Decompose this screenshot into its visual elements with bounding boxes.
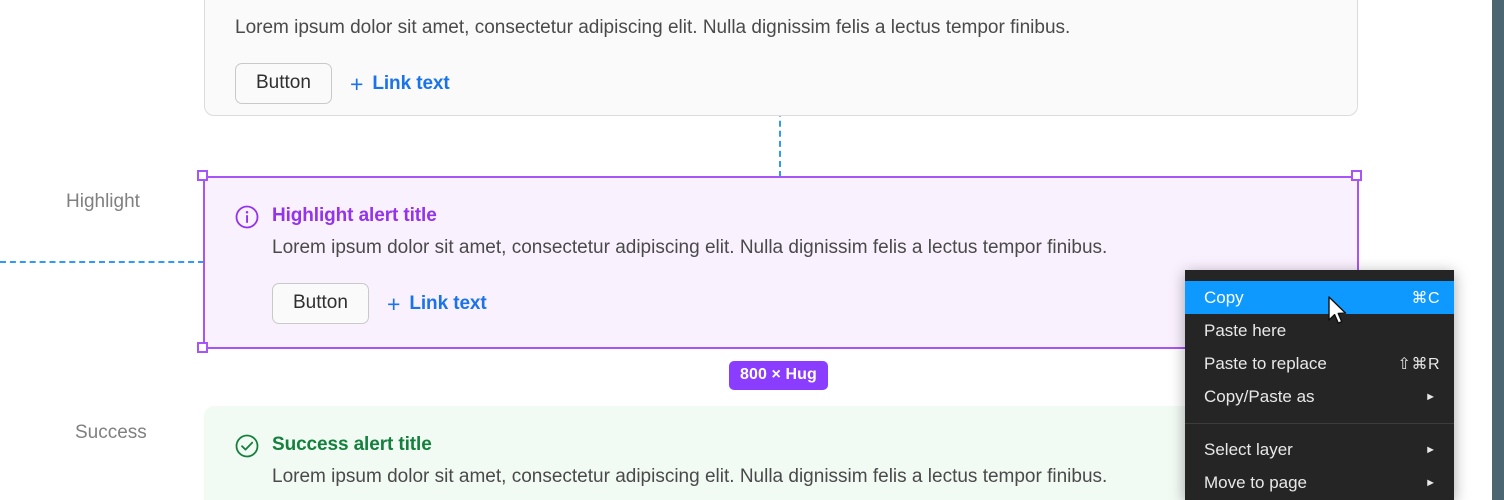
alert-content: Highlight alert title Lorem ipsum dolor …	[272, 203, 1328, 324]
alert-link[interactable]: + Link text	[386, 290, 487, 317]
selection-handle-top-right[interactable]	[1351, 170, 1362, 181]
alert-title: Highlight alert title	[272, 205, 437, 226]
menu-item-copy[interactable]: Copy ⌘C	[1185, 281, 1454, 314]
row-label-highlight: Highlight	[66, 191, 140, 212]
right-edge-panel	[1492, 0, 1504, 500]
menu-item-shortcut: ⌘C	[1411, 289, 1440, 307]
alert-actions: Button + Link text	[235, 63, 1327, 104]
context-menu[interactable]: Copy ⌘C Paste here Paste to replace ⇧⌘R …	[1185, 270, 1454, 500]
menu-item-paste-to-replace[interactable]: Paste to replace ⇧⌘R	[1185, 347, 1454, 380]
row-label-success: Success	[75, 422, 147, 443]
mouse-cursor	[1328, 296, 1350, 328]
menu-item-select-layer[interactable]: Select layer ►	[1185, 433, 1454, 466]
menu-item-label: Select layer	[1204, 439, 1293, 459]
menu-item-shortcut: ⇧⌘R	[1397, 355, 1440, 373]
alert-card-neutral[interactable]: Lorem ipsum dolor sit amet, consectetur …	[204, 0, 1358, 116]
alert-description: Lorem ipsum dolor sit amet, consectetur …	[235, 17, 1071, 38]
alert-link-label: Link text	[372, 72, 450, 94]
menu-item-label: Paste here	[1204, 320, 1287, 340]
info-circle-icon	[234, 204, 260, 230]
alert-card-success[interactable]: Success alert title Lorem ipsum dolor si…	[204, 406, 1358, 500]
menu-item-label: Copy/Paste as	[1204, 386, 1315, 406]
alert-card-highlight[interactable]: Highlight alert title Lorem ipsum dolor …	[204, 177, 1358, 348]
chevron-right-icon: ►	[1425, 476, 1436, 489]
selection-handle-bottom-left[interactable]	[197, 342, 208, 353]
menu-item-move-to-page[interactable]: Move to page ►	[1185, 466, 1454, 499]
menu-separator	[1185, 423, 1454, 424]
alert-description: Lorem ipsum dolor sit amet, consectetur …	[272, 466, 1108, 487]
alert-content: Success alert title Lorem ipsum dolor si…	[272, 432, 1328, 490]
menu-item-copy-paste-as[interactable]: Copy/Paste as ►	[1185, 380, 1454, 413]
check-circle-icon	[234, 433, 260, 459]
alert-button[interactable]: Button	[235, 63, 332, 104]
chevron-right-icon: ►	[1425, 443, 1436, 456]
alert-description: Lorem ipsum dolor sit amet, consectetur …	[272, 237, 1108, 258]
plus-icon: +	[386, 290, 401, 317]
plus-icon: +	[349, 70, 364, 97]
alert-actions: Button + Link text	[272, 283, 1328, 324]
alert-button[interactable]: Button	[272, 283, 369, 324]
menu-item-label: Copy	[1204, 287, 1244, 307]
menu-item-label: Move to page	[1204, 472, 1308, 492]
chevron-right-icon: ►	[1425, 390, 1436, 403]
selection-handle-top-left[interactable]	[197, 170, 208, 181]
alert-row: Highlight alert title Lorem ipsum dolor …	[234, 203, 1328, 324]
alert-row: Success alert title Lorem ipsum dolor si…	[234, 432, 1328, 490]
menu-item-label: Paste to replace	[1204, 353, 1327, 373]
selection-size-badge: 800 × Hug	[729, 361, 828, 390]
horizontal-alignment-guide	[0, 261, 204, 263]
alert-row: Lorem ipsum dolor sit amet, consectetur …	[235, 9, 1327, 104]
alert-title: Success alert title	[272, 434, 432, 455]
alert-link[interactable]: + Link text	[349, 70, 450, 97]
menu-item-paste-here[interactable]: Paste here	[1185, 314, 1454, 347]
alert-content: Lorem ipsum dolor sit amet, consectetur …	[235, 9, 1327, 104]
alert-link-label: Link text	[409, 292, 487, 314]
